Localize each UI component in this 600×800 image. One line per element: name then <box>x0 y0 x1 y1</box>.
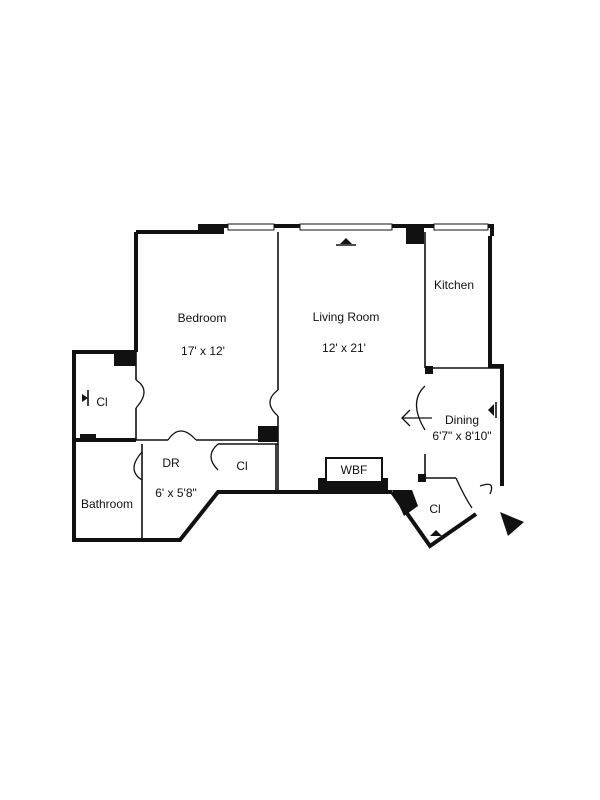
dining-arrow-icon <box>401 409 432 427</box>
dressing-room-dims: 6' x 5'8" <box>155 486 197 500</box>
closet-entry-name: Cl <box>429 502 440 516</box>
dressing-room-name: DR <box>162 456 180 470</box>
dining-dims: 6'7" x 8'10" <box>432 429 491 443</box>
entry-arrow-icon <box>500 512 524 536</box>
fireplace-label: WBF <box>341 463 368 477</box>
columns <box>80 224 433 516</box>
kitchen-name: Kitchen <box>434 278 474 292</box>
bedroom-name: Bedroom <box>178 311 227 325</box>
bathroom-name: Bathroom <box>81 497 133 511</box>
doors <box>133 379 493 509</box>
exterior-walls <box>72 223 504 549</box>
dining-name: Dining <box>445 413 479 427</box>
closet-middle-name: Cl <box>236 459 247 473</box>
bedroom-dims: 17' x 12' <box>181 344 225 358</box>
fixtures <box>82 238 497 536</box>
interior-walls <box>135 232 502 492</box>
fireplace: WBF <box>318 457 388 492</box>
closet-left-name: Cl <box>96 395 107 409</box>
living-room-name: Living Room <box>313 310 380 324</box>
living-room-dims: 12' x 21' <box>322 341 366 355</box>
